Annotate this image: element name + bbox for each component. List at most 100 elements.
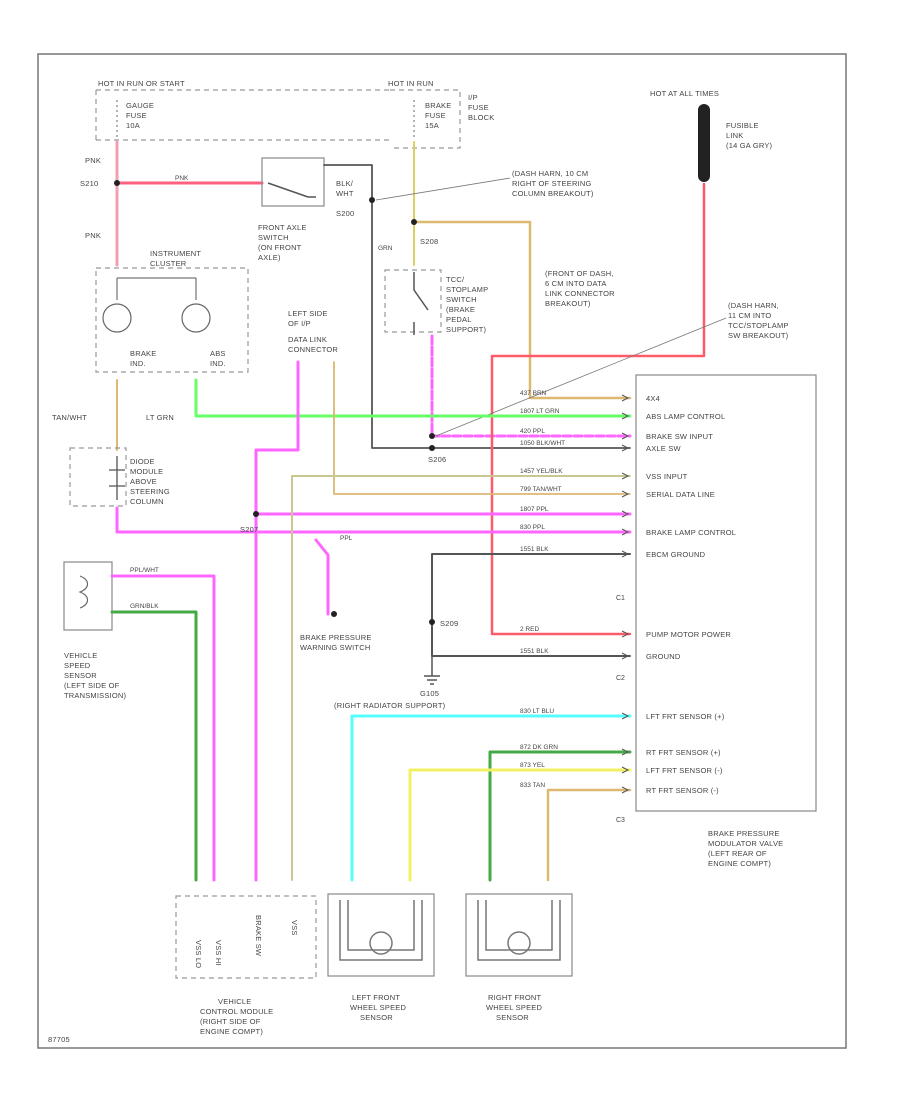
ebcm-pin-function-label: PUMP MOTOR POWER <box>646 630 731 639</box>
gauge-fuse-l1: GAUGE <box>126 101 154 110</box>
dash-harn-right-l1: (DASH HARN, 10 CM <box>512 169 588 178</box>
left-side-ip-l1: LEFT SIDE <box>288 309 328 318</box>
dash-harn-tcc-l4: SW BREAKOUT) <box>728 331 789 340</box>
left-side-ip-l2: OF I/P <box>288 319 311 328</box>
tan-wht-label: TAN/WHT <box>52 413 87 422</box>
abs-ind-l1: ABS <box>210 349 226 358</box>
ebcm-pin-function-label: GROUND <box>646 652 681 661</box>
lt-grn-label: LT GRN <box>146 413 174 422</box>
ebcm-pin-terminal <box>621 652 630 660</box>
fusible-link-l3: (14 GA GRY) <box>726 141 773 150</box>
ebcm-pin-terminal <box>621 412 630 420</box>
tcc-l4: (BRAKE <box>446 305 475 314</box>
vcm-pin-vss: VSS <box>290 920 299 936</box>
brake-warning-l1: BRAKE PRESSURE <box>300 633 372 642</box>
wire-lt-grn-abs <box>194 378 632 418</box>
vcm-l1: VEHICLE <box>218 997 252 1006</box>
front-axle-switch-l2: SWITCH <box>258 233 289 242</box>
ebcm-pin-wire-label: 830 LT BLU <box>520 708 554 715</box>
s209-label: S209 <box>440 619 458 628</box>
right-radiator-support-label: (RIGHT RADIATOR SUPPORT) <box>334 701 446 710</box>
dash-harn-right-l2: RIGHT OF STEERING <box>512 179 592 188</box>
blk-wht-l2: WHT <box>336 189 354 198</box>
lf-wss-l3: SENSOR <box>360 1013 393 1022</box>
tcc-switch-box <box>384 269 442 333</box>
wire-yel-lf <box>408 768 632 882</box>
gauge-fuse-l3: 10A <box>126 121 140 130</box>
ebcm-pin-wire-label: 1457 YEL/BLK <box>520 468 563 475</box>
ebcm-pin-terminal <box>621 550 630 558</box>
ebcm-pin-wire-label: 437 BRN <box>520 390 547 397</box>
brake-fuse-l1: BRAKE <box>425 101 451 110</box>
dlc-l1: DATA LINK <box>288 335 327 344</box>
splice-s206 <box>429 445 435 451</box>
ebcm-pin-terminal <box>621 394 630 402</box>
ebcm-pin-function-label: BRAKE SW INPUT <box>646 432 713 441</box>
brake-fuse-l3: 15A <box>425 121 439 130</box>
dash-harn-tcc-l2: 11 CM INTO <box>728 311 771 320</box>
ebcm-pin-function-label: LFT FRT SENSOR (-) <box>646 766 723 775</box>
cluster-feed <box>116 277 197 300</box>
front-axle-switch-l3: (ON FRONT <box>258 243 302 252</box>
vss-box <box>63 561 113 631</box>
ebcm-pin-terminal <box>621 528 630 536</box>
tcc-switch-contact <box>413 272 429 335</box>
lf-wss-l2: WHEEL SPEED <box>350 1003 406 1012</box>
ebcm-pin-function-label: RT FRT SENSOR (+) <box>646 748 721 757</box>
abs-ind-bulb <box>181 303 211 333</box>
wire-lt-blu-lf <box>350 714 632 882</box>
s200-label: S200 <box>336 209 354 218</box>
c3-label: C3 <box>616 817 625 824</box>
pnk-label-a: PNK <box>85 156 101 165</box>
pnk-label-c: PNK <box>175 175 189 182</box>
instrument-cluster-l2: CLUSTER <box>150 259 187 268</box>
tcc-junction <box>429 433 435 439</box>
wire-red-pump <box>490 182 706 636</box>
vcm-l3: (RIGHT SIDE OF <box>200 1017 261 1026</box>
brake-warning-l2: WARNING SWITCH <box>300 643 370 652</box>
diode-l3: ABOVE <box>130 477 157 486</box>
s206-label: S206 <box>428 455 446 464</box>
wire-grn-blk-vss <box>110 610 198 882</box>
wire-ppl-dlc <box>254 360 300 882</box>
ebcm-pin-terminal <box>621 786 630 794</box>
splice-s209 <box>429 619 435 625</box>
brake-fuse-l2: FUSE <box>425 111 446 120</box>
vss-l5: TRANSMISSION) <box>64 691 126 700</box>
hot-run-start-label: HOT IN RUN OR START <box>98 79 185 88</box>
ebcm-pin-terminal <box>621 630 630 638</box>
ip-fuse-block-l2: FUSE <box>468 103 489 112</box>
diode-l2: MODULE <box>130 467 163 476</box>
front-axle-switch-box <box>261 157 325 207</box>
lf-wss-box <box>327 893 435 977</box>
ebcm-pin-function-label: LFT FRT SENSOR (+) <box>646 712 725 721</box>
ebcm-pin-wire-label: 830 PPL <box>520 524 545 531</box>
ebcm-pin-function-label: EBCM GROUND <box>646 550 706 559</box>
ebcm-pin-wire-label: 1807 LT GRN <box>520 408 560 415</box>
ebcm-pin-function-label: SERIAL DATA LINE <box>646 490 715 499</box>
front-of-dash-l4: BREAKOUT) <box>545 299 591 308</box>
brake-ind-bulb <box>102 303 132 333</box>
ebcm-pin-wire-label: 420 PPL <box>520 428 545 435</box>
brake-ind-l2: IND. <box>130 359 146 368</box>
ebcm-pin-wire-label: 1807 PPL <box>520 506 549 513</box>
rf-wss-l3: SENSOR <box>496 1013 529 1022</box>
ground-g105 <box>424 656 440 685</box>
gauge-fuse-l2: FUSE <box>126 111 147 120</box>
wire-blk-wht-axle <box>323 164 631 449</box>
wire-yel-blk-vss <box>291 475 631 881</box>
tcc-l3: SWITCH <box>446 295 477 304</box>
fuse-block-right-dash <box>390 89 461 149</box>
vss-l4: (LEFT SIDE OF <box>64 681 120 690</box>
lf-wss-l1: LEFT FRONT <box>352 993 400 1002</box>
dash-harn-tcc-l1: (DASH HARN, <box>728 301 779 310</box>
ip-fuse-block-l1: I/P <box>468 93 478 102</box>
bpmv-l3: (LEFT REAR OF <box>708 849 767 858</box>
instrument-cluster-box <box>95 267 249 373</box>
splice-s208 <box>411 219 417 225</box>
c1-label: C1 <box>616 595 625 602</box>
ebcm-pin-terminal <box>621 510 630 518</box>
vcm-pin-vss-lo: VSS LO <box>194 940 203 968</box>
rf-wss-l1: RIGHT FRONT <box>488 993 542 1002</box>
